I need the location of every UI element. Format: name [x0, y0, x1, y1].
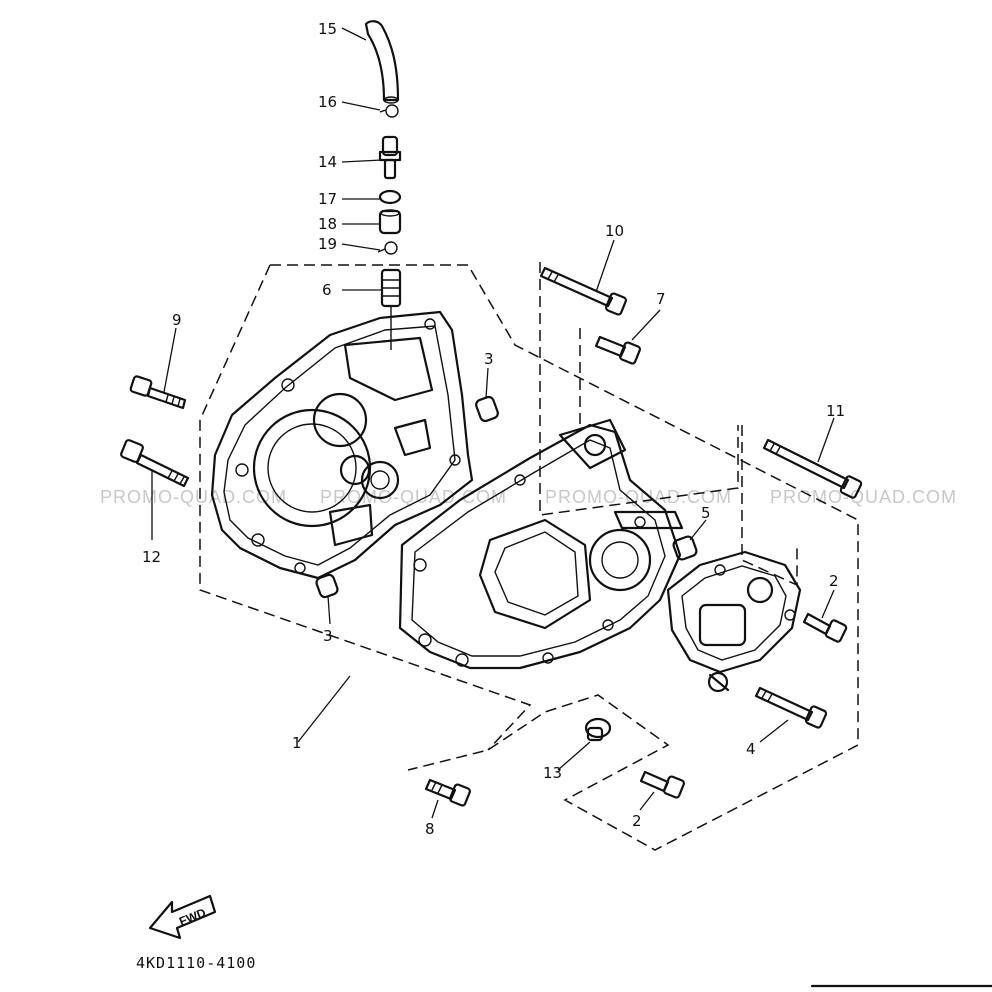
- drain-plug: [584, 717, 612, 742]
- callout-16: 16: [318, 93, 337, 111]
- bolt-10: [539, 266, 627, 316]
- forward-direction-arrow: FWD: [148, 894, 217, 940]
- part-code: 4KD1110-4100: [136, 954, 256, 972]
- pipe-clip: [377, 241, 398, 255]
- bolt-12: [120, 439, 190, 488]
- callout-2: 2: [632, 812, 642, 830]
- breather-fitting: [378, 135, 402, 180]
- clamp: [378, 189, 402, 205]
- callout-14: 14: [318, 153, 337, 171]
- callout-7: 7: [656, 290, 666, 308]
- callout-labels: 15 16 14 17 18 19 6 9 12 3 3 10 7 11 5 2…: [142, 20, 845, 838]
- callout-3: 3: [323, 627, 333, 645]
- crankcase-left: [210, 310, 474, 580]
- bolt-11: [762, 438, 863, 499]
- callout-2: 2: [829, 572, 839, 590]
- union-fitting: [380, 268, 402, 350]
- watermark: PROMO-QUAD.COM: [100, 487, 287, 507]
- callout-17: 17: [318, 190, 337, 208]
- callout-10: 10: [605, 222, 624, 240]
- callout-13: 13: [543, 764, 562, 782]
- dowel-pin: [315, 573, 339, 599]
- dowel-pin: [475, 395, 499, 423]
- callout-11: 11: [826, 402, 845, 420]
- callout-4: 4: [746, 740, 756, 758]
- bolt-7: [594, 335, 641, 365]
- watermark-row: PROMO-QUAD.COM PROMO-QUAD.COM PROMO-QUAD…: [100, 487, 957, 507]
- callout-5: 5: [701, 504, 711, 522]
- leader-lines: [151, 27, 835, 819]
- crankcase-cover: [666, 550, 802, 693]
- bolt-8: [424, 778, 471, 807]
- callout-18: 18: [318, 215, 337, 233]
- watermark: PROMO-QUAD.COM: [770, 487, 957, 507]
- callout-1: 1: [292, 734, 302, 752]
- watermark: PROMO-QUAD.COM: [545, 487, 732, 507]
- pipe-joint: [378, 209, 402, 235]
- dowel-pin: [672, 535, 698, 561]
- crankcase-right: [398, 418, 684, 670]
- callout-3: 3: [484, 350, 494, 368]
- callout-12: 12: [142, 548, 161, 566]
- bolt-2-upper: [802, 612, 848, 643]
- hose-clip: [379, 104, 399, 118]
- breather-hose: [364, 20, 400, 104]
- callout-9: 9: [172, 311, 182, 329]
- callout-8: 8: [425, 820, 435, 838]
- bolt-2-lower: [639, 770, 685, 799]
- callout-15: 15: [318, 20, 337, 38]
- assembly-outlines: [199, 262, 859, 851]
- callout-6: 6: [322, 281, 332, 299]
- bolt-9: [129, 375, 187, 410]
- bolt-4: [754, 686, 828, 729]
- callout-19: 19: [318, 235, 337, 253]
